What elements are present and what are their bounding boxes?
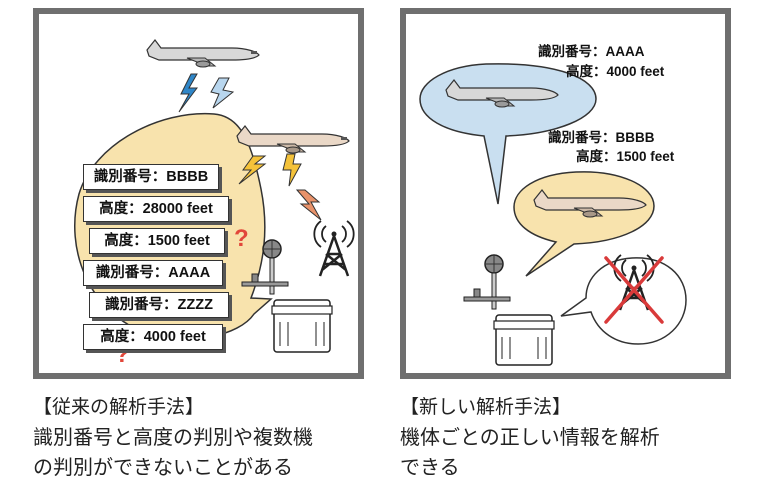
- label-alt-4000: 高度：4000 feet: [83, 324, 223, 350]
- label-alt-28000: 高度：28000 feet: [83, 196, 229, 222]
- lightning-blue-icon: [178, 73, 198, 113]
- label-id-bbbb: 識別番号：BBBB: [83, 164, 219, 190]
- airplane-grey-icon-right: [445, 79, 559, 108]
- right-caption-title: 【新しい解析手法】: [400, 396, 572, 418]
- lightning-yellow-2-icon: [282, 153, 302, 187]
- antenna-tower-icon: [313, 220, 355, 277]
- lightning-yellow-icon: [238, 155, 267, 185]
- label-id-zzzz: 識別番号：ZZZZ: [89, 292, 229, 318]
- left-panel-illustration: ? ?: [74, 39, 355, 368]
- airplane-beige-icon: [236, 125, 350, 154]
- left-panel: ? ? 識別番号：BBBB 高度：28000 feet 高度：1500 feet…: [33, 8, 364, 379]
- label-a-alt: 高度：4000 feet: [566, 64, 665, 79]
- antenna-tower-crossed-icon: [604, 254, 664, 324]
- right-panel-illustration: [419, 63, 687, 366]
- label-a-id: 識別番号：AAAA: [538, 44, 645, 59]
- airplane-grey-icon: [146, 39, 260, 68]
- right-caption-line1: 機体ごとの正しい情報を解析: [400, 425, 660, 449]
- left-caption-line2: の判別ができないことがある: [33, 455, 293, 479]
- left-caption-line1: 識別番号と高度の判別や複数機: [33, 425, 313, 449]
- right-caption: 【新しい解析手法】 機体ごとの正しい情報を解析 できる: [400, 392, 660, 482]
- left-caption: 【従来の解析手法】 識別番号と高度の判別や複数機 の判別ができないことがある: [33, 392, 313, 482]
- right-panel: 識別番号：AAAA 高度：4000 feet 識別番号：BBBB 高度：1500…: [400, 8, 731, 379]
- receiver-device-icon-right: [463, 254, 555, 366]
- question-mark-icon: ?: [234, 225, 249, 252]
- airplane-beige-icon-right: [533, 189, 647, 218]
- label-id-aaaa: 識別番号：AAAA: [83, 260, 223, 286]
- label-b-alt: 高度：1500 feet: [576, 149, 675, 164]
- receiver-device-icon: [241, 239, 333, 353]
- right-caption-line2: できる: [400, 455, 460, 479]
- label-alt-1500: 高度：1500 feet: [89, 228, 225, 254]
- lightning-blue-light-icon: [210, 77, 235, 109]
- lightning-orange-icon: [295, 189, 322, 221]
- label-b-id: 識別番号：BBBB: [548, 130, 655, 145]
- left-caption-title: 【従来の解析手法】: [33, 396, 205, 418]
